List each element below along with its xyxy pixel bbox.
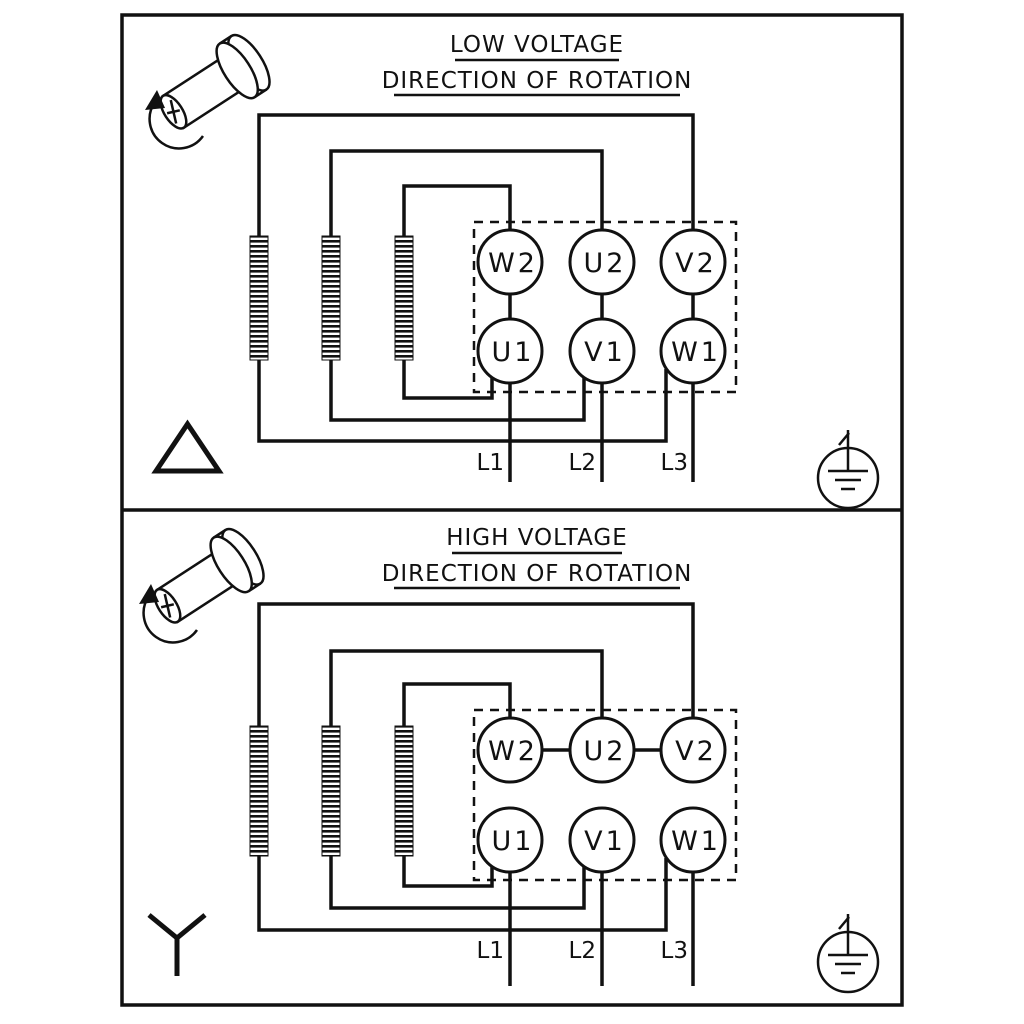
supply-line-label: L1 bbox=[477, 938, 504, 964]
shaft-rotation-icon bbox=[137, 521, 273, 644]
panel-low-voltage: LOW VOLTAGE DIRECTION OF ROTATION bbox=[143, 27, 880, 510]
terminal-w2: W2 bbox=[476, 716, 544, 784]
terminal-v1: V1 bbox=[568, 806, 636, 874]
terminal-box bbox=[472, 220, 738, 394]
panel-subtitle: DIRECTION OF ROTATION bbox=[382, 561, 693, 587]
terminal-u2: U2 bbox=[568, 228, 636, 296]
terminal-label: U1 bbox=[492, 826, 535, 857]
terminal-label: U2 bbox=[584, 736, 627, 767]
wires bbox=[257, 113, 695, 443]
terminal-box bbox=[472, 708, 738, 882]
terminal-v1: V1 bbox=[568, 317, 636, 385]
terminal-w2: W2 bbox=[476, 228, 544, 296]
panel-title: LOW VOLTAGE bbox=[450, 32, 624, 58]
panel-title: HIGH VOLTAGE bbox=[446, 525, 628, 551]
terminal-label: V2 bbox=[675, 248, 717, 279]
winding-coils bbox=[249, 235, 414, 361]
winding-coil bbox=[249, 725, 269, 857]
terminal-w1: W1 bbox=[659, 317, 727, 385]
terminal-w1: W1 bbox=[659, 806, 727, 874]
terminal-v2: V2 bbox=[659, 228, 727, 296]
winding-coil bbox=[394, 235, 414, 361]
supply-line-label: L2 bbox=[569, 450, 596, 476]
earth-ground-icon bbox=[816, 912, 880, 994]
terminal-label: W1 bbox=[671, 826, 721, 857]
terminal-label: U1 bbox=[492, 337, 535, 368]
delta-symbol bbox=[151, 419, 224, 474]
terminal-label: V2 bbox=[675, 736, 717, 767]
wye-symbol bbox=[147, 913, 207, 976]
wires bbox=[257, 602, 695, 932]
winding-coil bbox=[249, 235, 269, 361]
terminal-u1: U1 bbox=[476, 806, 544, 874]
supply-line-label: L1 bbox=[477, 450, 504, 476]
winding-coil bbox=[394, 725, 414, 857]
panel-subtitle: DIRECTION OF ROTATION bbox=[382, 68, 693, 94]
supply-line-label: L3 bbox=[661, 938, 688, 964]
terminal-label: W1 bbox=[671, 337, 721, 368]
panel-high-voltage: HIGH VOLTAGE DIRECTION OF ROTATION bbox=[137, 521, 880, 994]
supply-line-label: L3 bbox=[661, 450, 688, 476]
winding-coils bbox=[249, 725, 414, 857]
terminal-label: W2 bbox=[488, 248, 538, 279]
terminal-u1: U1 bbox=[476, 317, 544, 385]
supply-line-label: L2 bbox=[569, 938, 596, 964]
terminal-v2: V2 bbox=[659, 716, 727, 784]
terminal-label: W2 bbox=[488, 736, 538, 767]
supply-lines: L1 L2 L3 bbox=[477, 872, 695, 986]
winding-coil bbox=[321, 235, 341, 361]
terminal-u2: U2 bbox=[568, 716, 636, 784]
winding-coil bbox=[321, 725, 341, 857]
terminal-label: U2 bbox=[584, 248, 627, 279]
terminal-label: V1 bbox=[584, 337, 626, 368]
supply-lines: L1 L2 L3 bbox=[477, 383, 695, 482]
earth-ground-icon bbox=[816, 428, 880, 510]
terminal-label: V1 bbox=[584, 826, 626, 857]
